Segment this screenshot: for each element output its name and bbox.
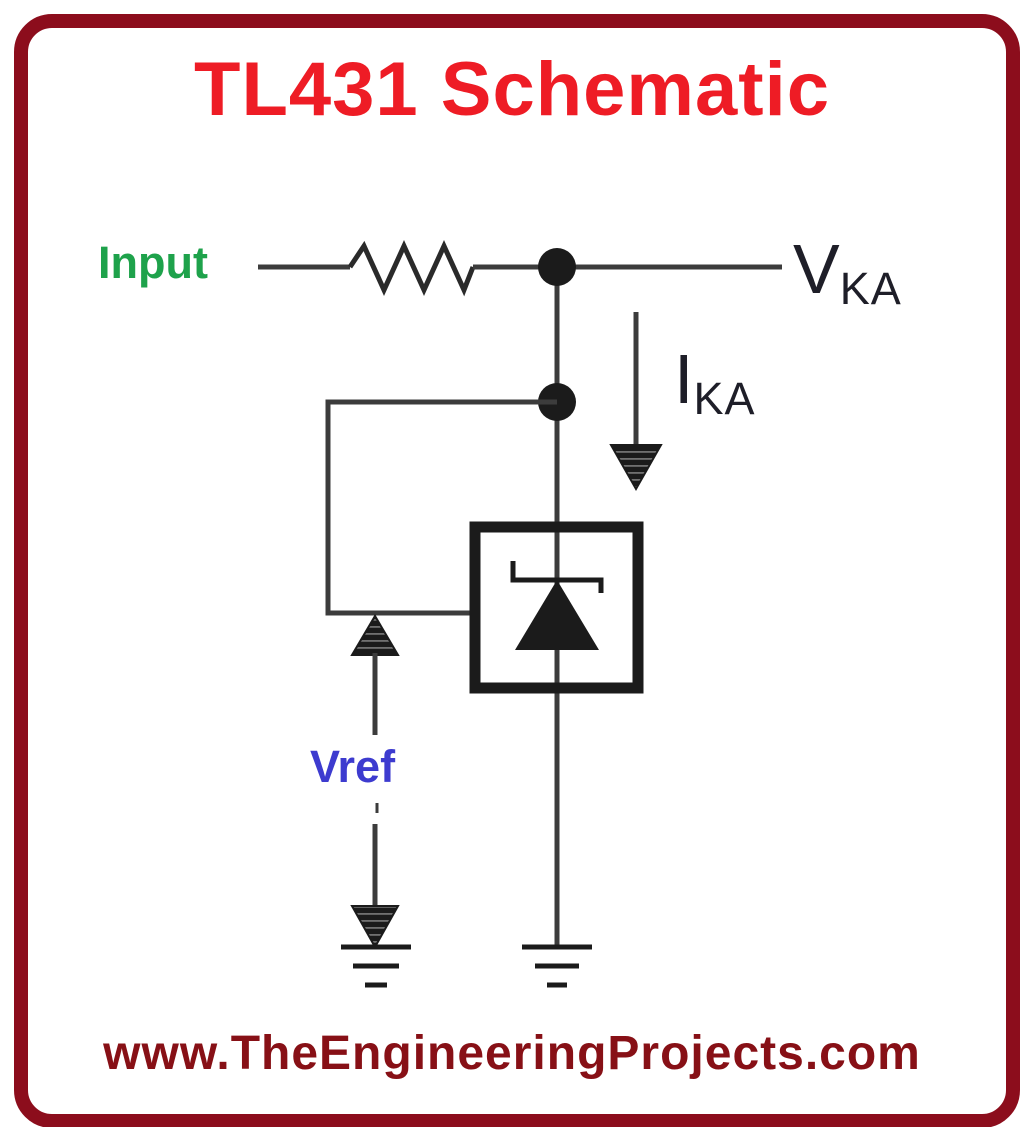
- vref-label: Vref: [310, 741, 396, 792]
- ika-main-text: I: [674, 340, 694, 418]
- resistor-symbol: [347, 239, 476, 297]
- vka-subscript-text: KA: [839, 262, 902, 314]
- reference-feedback-wire: [325, 399, 557, 616]
- vka-label: VKA: [793, 234, 902, 311]
- cathode-junction-dot: [538, 248, 576, 286]
- input-label: Input: [98, 237, 208, 288]
- ika-subscript-text: KA: [693, 372, 756, 424]
- page-title: TL431 Schematic: [194, 47, 830, 132]
- ika-arrowhead-icon: [609, 444, 663, 492]
- ika-label: IKA: [674, 344, 755, 421]
- website-footer: www.TheEngineeringProjects.com: [103, 1027, 921, 1080]
- tl431-box: [469, 521, 644, 694]
- vref-up-arrowhead-icon: [350, 614, 400, 656]
- anode-ground-icon: [522, 944, 592, 988]
- vka-main-text: V: [793, 230, 840, 308]
- vref-ground-icon: [341, 944, 411, 988]
- vref-down-arrowhead-icon: [350, 905, 400, 950]
- page-border-frame: [14, 14, 1020, 1127]
- diode-triangle: [515, 580, 599, 650]
